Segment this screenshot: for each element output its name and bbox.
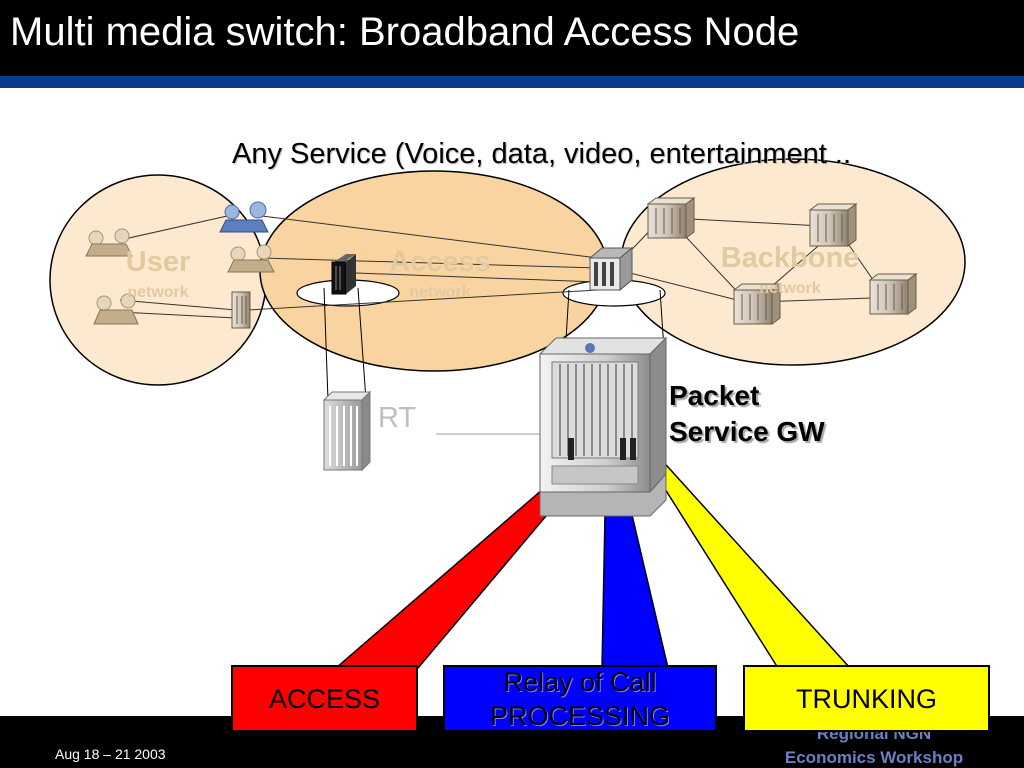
user-terminal-icon [227,244,275,273]
user-network-label: User [125,246,191,278]
access-network-label: Access [389,246,491,278]
access-function-label: ACCESS [268,683,381,714]
gw-label-line-2: Service GW [669,416,825,447]
footer-org-line-2: Economics Workshop [784,748,964,767]
title-bar [0,0,1024,76]
rt-label: RT [378,402,417,434]
backbone-switch-icon [646,197,696,239]
backbone-network-label: Backbone [720,242,860,274]
backbone-switch-icon [808,203,858,247]
user-network-sublabel: network [127,284,189,301]
user-terminal-icon [85,228,133,257]
edge-router-icon [588,246,634,292]
trunking-function-label: TRUNKING [796,683,937,714]
backbone-switch-icon [732,283,782,325]
remote-terminal-icon [322,390,372,472]
call-processing-function-box: Relay of Call PROCESSING [443,665,717,732]
backbone-network-sublabel: network [759,280,821,297]
packet-service-gateway-icon [538,336,668,517]
user-terminal-icon [93,293,139,325]
any-service-heading: Any Service (Voice, data, video, enterta… [232,138,851,170]
access-function-box: ACCESS [231,665,418,732]
call-processing-label-line-1: Relay of Call [503,666,657,697]
footer-date: Aug 18 – 21 2003 [55,746,166,762]
packet-service-gw-label: Packet Service GW [669,378,825,450]
access-network-sublabel: network [409,284,471,301]
title-accent-rule [0,76,1024,88]
user-server-icon [231,291,251,329]
gw-label-line-1: Packet [669,380,760,411]
trunking-beam [646,455,852,669]
call-processing-label-line-2: PROCESSING [489,700,671,731]
backbone-switch-icon [868,273,918,315]
user-terminal-icon [219,201,269,233]
access-node-icon [331,254,356,295]
trunking-function-box: TRUNKING [743,665,990,732]
slide-title: Multi media switch: Broadband Access Nod… [10,10,800,54]
